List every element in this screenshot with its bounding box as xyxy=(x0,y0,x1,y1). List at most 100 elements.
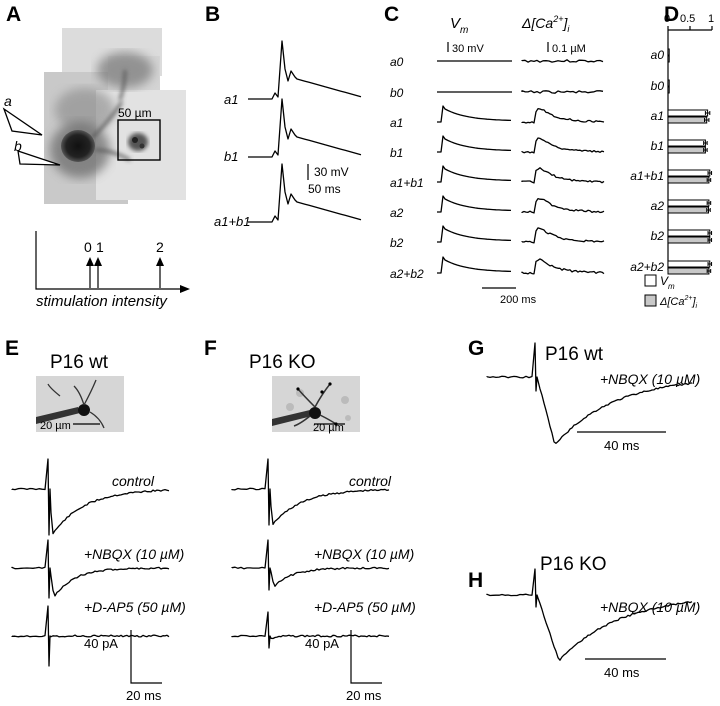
e-traces xyxy=(11,458,170,667)
panel-c-traces xyxy=(437,59,605,275)
soma xyxy=(61,130,95,162)
h-title: P16 KO xyxy=(540,554,607,575)
d-bar-0-7 xyxy=(667,260,711,268)
c-row-label-1: b0 xyxy=(390,86,404,100)
d-err-1-6 xyxy=(707,238,713,242)
c-ca-trace-4 xyxy=(521,167,605,184)
d-err-0-2 xyxy=(704,111,711,115)
c-vm-trace-6 xyxy=(437,225,512,243)
panel-label-e: E xyxy=(5,337,19,360)
row-label-a1b1: a1+b1 xyxy=(214,214,251,229)
d-err-1-3 xyxy=(703,148,708,152)
row-label-b1: b1 xyxy=(224,149,238,164)
f-traces xyxy=(231,458,390,649)
c-ca-trace-0 xyxy=(521,59,604,63)
panel-b-traces xyxy=(248,40,362,223)
svg-text:200 ms: 200 ms xyxy=(500,294,537,306)
d-bar-0-0 xyxy=(667,48,670,56)
f-trace-dap5 xyxy=(231,611,390,649)
d-err-0-4 xyxy=(707,171,713,175)
c-row-label-2: a1 xyxy=(390,116,403,130)
g-scalebar: 40 ms xyxy=(577,431,666,453)
e-micrograph: 20 µm xyxy=(36,376,124,432)
panel-label-b: B xyxy=(205,3,220,26)
b-trace-1 xyxy=(248,98,362,158)
d-err-0-6 xyxy=(707,231,713,235)
c-ca-trace-2 xyxy=(521,108,605,124)
d-cat-label-0: a0 xyxy=(651,48,665,62)
d-tick-1: 1 xyxy=(708,13,714,25)
panel-label-h: H xyxy=(468,569,483,592)
c-row-label-3: b1 xyxy=(390,146,403,160)
d-bar-1-7 xyxy=(667,267,710,275)
svg-text:20 µm: 20 µm xyxy=(313,422,344,434)
svg-text:40 ms: 40 ms xyxy=(604,438,640,453)
d-err-0-7 xyxy=(707,262,713,266)
d-cat-label-4: a1+b1 xyxy=(630,169,664,183)
f-label-dap5: +D-AP5 (50 µM) xyxy=(314,599,416,615)
panel-d-legend: Vm Δ[Ca2+]i xyxy=(644,274,698,310)
scale-label-50um: 50 µm xyxy=(118,106,152,120)
d-bar-0-6 xyxy=(667,229,711,237)
e-trace-dap5 xyxy=(11,605,170,667)
panel-c-scales: 30 mV 0.1 µM 200 ms xyxy=(447,42,586,306)
c-ca-trace-7 xyxy=(521,258,605,275)
d-err-1-4 xyxy=(706,178,712,182)
h-trace-nbqx xyxy=(486,568,693,661)
tick-0: 0 xyxy=(84,239,92,255)
svg-text:40 ms: 40 ms xyxy=(604,665,640,680)
c-ca-trace-6 xyxy=(521,227,605,244)
svg-text:20 µm: 20 µm xyxy=(40,420,71,432)
d-bar-0-2 xyxy=(667,109,709,117)
svg-text:Δ[Ca2+]i: Δ[Ca2+]i xyxy=(659,295,698,310)
svg-text:20 ms: 20 ms xyxy=(346,688,382,703)
h-label: +NBQX (10 µM) xyxy=(600,599,700,615)
b-trace-2 xyxy=(248,163,362,223)
panel-d-bars xyxy=(667,48,713,275)
panel-label-d: D xyxy=(664,3,679,26)
svg-text:20 ms: 20 ms xyxy=(126,688,162,703)
c-row-label-4: a1+b1 xyxy=(390,176,424,190)
d-bar-0-4 xyxy=(667,169,711,177)
g-title: P16 wt xyxy=(545,344,604,365)
svg-text:30 mV: 30 mV xyxy=(314,165,349,179)
d-tick-05: 0.5 xyxy=(680,13,695,25)
c-row-label-7: a2+b2 xyxy=(390,267,424,281)
c-vm-trace-4 xyxy=(437,165,512,183)
e-trace-control xyxy=(11,458,170,536)
svg-text:50 ms: 50 ms xyxy=(308,182,341,196)
stim-intensity-axis: 0 1 2 stimulation intensity xyxy=(35,231,190,310)
e-trace-nbqx xyxy=(11,539,170,599)
e-scalebar: 40 pA 20 ms xyxy=(84,630,162,703)
svg-text:40 pA: 40 pA xyxy=(305,636,339,651)
electrode-b: b xyxy=(14,138,61,166)
d-cat-label-7: a2+b2 xyxy=(630,260,664,274)
d-cat-label-5: a2 xyxy=(651,199,665,213)
panel-label-a: A xyxy=(6,3,21,26)
d-bar-1-5 xyxy=(667,206,709,214)
d-cat-label-1: b0 xyxy=(651,79,665,93)
svg-text:Vm: Vm xyxy=(660,274,675,291)
panel-b-scalebar: 30 mV 50 ms xyxy=(307,164,349,196)
d-err-1-5 xyxy=(706,208,711,212)
c-ca-trace-3 xyxy=(521,137,605,154)
tick-1: 1 xyxy=(96,239,104,255)
zoom-box xyxy=(117,119,161,161)
col-ca: Δ[Ca2+]i xyxy=(521,14,570,34)
c-ca-trace-5 xyxy=(521,197,605,214)
f-label-control: control xyxy=(349,473,392,489)
tick-2: 2 xyxy=(156,239,164,255)
svg-text:b: b xyxy=(14,138,22,154)
c-vm-trace-2 xyxy=(437,105,512,123)
d-cat-label-6: b2 xyxy=(651,229,665,243)
c-vm-trace-3 xyxy=(437,135,512,153)
svg-text:40 pA: 40 pA xyxy=(84,636,118,651)
d-tick-0: 0 xyxy=(664,13,670,25)
g-label: +NBQX (10 µM) xyxy=(600,371,700,387)
panel-label-g: G xyxy=(468,337,484,360)
h-scalebar: 40 ms xyxy=(585,658,666,680)
b-trace-0 xyxy=(248,40,362,100)
col-vm: Vm xyxy=(450,15,468,36)
